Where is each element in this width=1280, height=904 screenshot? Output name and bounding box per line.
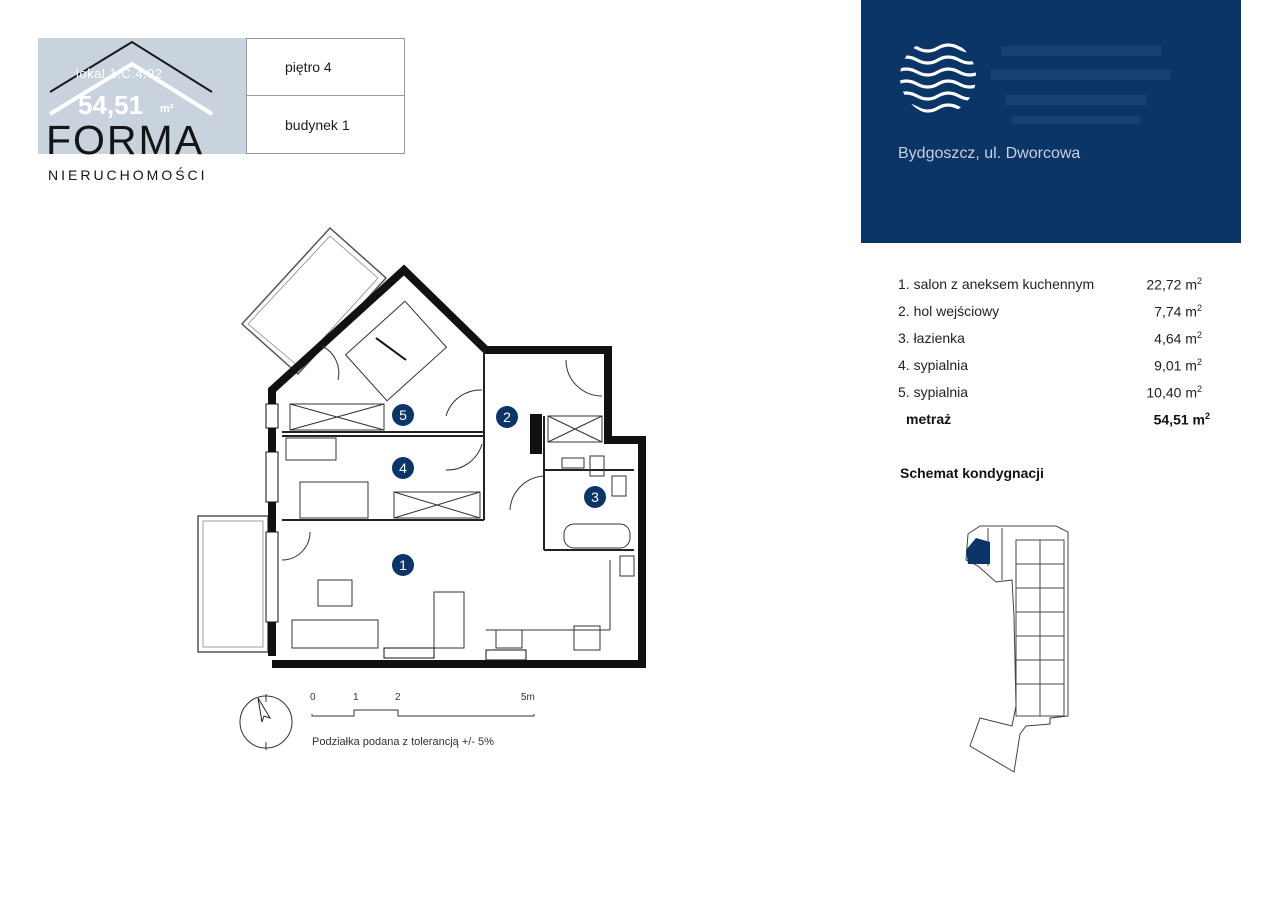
- project-panel: [861, 0, 1241, 243]
- room-area: 9,01 m2: [1154, 357, 1202, 374]
- room-area-list: 1. salon z aneksem kuchennym 22,72 m2 2.…: [898, 276, 1228, 438]
- compass-icon: [239, 694, 293, 750]
- room-row: 2. hol wejściowy 7,74 m2: [898, 303, 1228, 330]
- room-marker-label: 1: [399, 557, 407, 573]
- total-label: metraż: [906, 411, 952, 427]
- room-marker-3: [584, 486, 606, 508]
- room-name: 2. hol wejściowy: [898, 303, 1000, 319]
- room-row: 4. sypialnia 9,01 m2: [898, 357, 1228, 384]
- room-marker-label: 4: [399, 460, 407, 476]
- room-name: 3. łazienka: [898, 330, 965, 346]
- scale-note: Podziałka podana z tolerancją +/- 5%: [312, 736, 494, 748]
- room-name: 5. sypialnia: [898, 384, 969, 400]
- room-marker-4: [392, 457, 414, 479]
- room-marker-label: 5: [399, 407, 407, 423]
- total-row: metraż 54,51 m2: [898, 411, 1228, 438]
- building-label: budynek 1: [285, 117, 350, 133]
- room-area: 10,40 m2: [1146, 384, 1202, 401]
- room-area: 4,64 m2: [1154, 330, 1202, 347]
- unit-label: lokal 1.C.4.02: [76, 66, 163, 81]
- room-marker-label: 2: [503, 409, 511, 425]
- balcony-top: [240, 226, 388, 376]
- room-row: 5. sypialnia 10,40 m2: [898, 384, 1228, 411]
- scale-tick: 2: [395, 692, 401, 703]
- schema-title: Schemat kondygnacji: [900, 465, 1044, 481]
- scale-tick: 1: [353, 692, 359, 703]
- room-name: 4. sypialnia: [898, 357, 969, 373]
- floor-label: piętro 4: [247, 39, 404, 96]
- floor-schema: [965, 525, 1069, 773]
- room-marker-5: [392, 404, 414, 426]
- total-area: 54,51 m2: [1153, 411, 1210, 428]
- project-location: Bydgoszcz, ul. Dworcowa: [898, 145, 1081, 162]
- unit-area-value: 54,51: [78, 90, 144, 120]
- room-row: 1. salon z aneksem kuchennym 22,72 m2: [898, 276, 1228, 303]
- room-area: 22,72 m2: [1146, 276, 1202, 293]
- floor-plan: 1 2 3 4 5: [197, 226, 646, 668]
- info-table: piętro 4 budynek 1: [246, 38, 405, 154]
- unit-highlight: [966, 538, 990, 564]
- logo-name: FORMA: [46, 117, 205, 163]
- logo-subtitle: NIERUCHOMOŚCI: [48, 167, 208, 183]
- unit-card: [38, 38, 246, 154]
- roof-icon: [48, 40, 214, 116]
- room-marker-2: [496, 406, 518, 428]
- unit-area-unit: m²: [160, 103, 174, 115]
- balcony-left: [197, 515, 269, 653]
- scale-tick: 5m: [521, 692, 535, 703]
- room-row: 3. łazienka 4,64 m2: [898, 330, 1228, 357]
- room-marker-1: [392, 554, 414, 576]
- room-name: 1. salon z aneksem kuchennym: [898, 276, 1095, 292]
- scale-bar: 0 1 2 5m: [306, 692, 546, 732]
- waves-globe-icon: [900, 43, 1171, 124]
- scale-tick: 0: [310, 692, 316, 703]
- room-area: 7,74 m2: [1154, 303, 1202, 320]
- room-marker-label: 3: [591, 489, 599, 505]
